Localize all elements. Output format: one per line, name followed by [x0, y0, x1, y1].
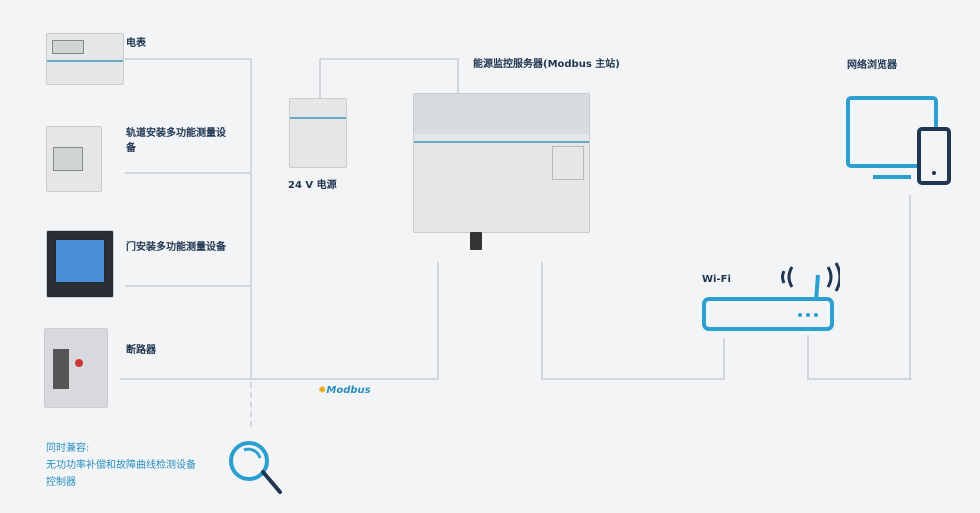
breaker-image	[44, 328, 108, 408]
rail-meter-label: 轨道安装多功能测量设备	[126, 128, 226, 154]
compat-note-title: 同时兼容:	[46, 443, 90, 454]
server-image	[413, 93, 590, 233]
meter-label: 电表	[126, 38, 146, 49]
power-supply-label: 24 V 电源	[288, 180, 337, 191]
line-psu-top	[319, 58, 459, 60]
line-wifi-up	[723, 338, 725, 380]
breaker-label: 断路器	[126, 345, 156, 356]
router-icon	[702, 262, 840, 331]
sd-card-icon	[470, 232, 482, 250]
bus-line-dashed	[250, 382, 252, 427]
server-label: 能源监控服务器(Modbus 主站)	[473, 59, 620, 70]
compat-note-line2: 控制器	[46, 477, 76, 488]
browser-label: 网络浏览器	[847, 60, 897, 71]
meter-image	[46, 33, 124, 85]
line-server-wifi	[541, 378, 725, 380]
door-meter-image	[46, 230, 114, 298]
door-meter-label: 门安装多功能测量设备	[126, 242, 226, 253]
rail-meter-image	[46, 126, 102, 192]
line-browser-bottom	[807, 378, 912, 380]
line-breaker	[120, 378, 439, 380]
line-meter	[125, 58, 252, 60]
line-wifi-right	[807, 335, 809, 380]
line-server-down	[541, 262, 543, 380]
power-supply-image	[289, 98, 347, 168]
modbus-star-icon: ✹	[318, 385, 327, 396]
line-psu-up	[319, 58, 321, 98]
line-browser-up	[909, 195, 911, 380]
line-modbus-up	[437, 262, 439, 380]
line-psu-server	[457, 58, 459, 98]
wifi-label: Wi-Fi	[702, 274, 731, 285]
compat-note-line1: 无功功率补偿和故障曲线检测设备	[46, 460, 196, 471]
modbus-logo: ✹Modbus	[318, 385, 371, 396]
line-door-meter	[125, 285, 252, 287]
line-rail-meter	[125, 172, 252, 174]
compat-note: 同时兼容: 无功功率补偿和故障曲线检测设备 控制器	[46, 440, 196, 491]
magnifier-icon	[229, 441, 282, 494]
bus-line-vertical	[250, 58, 252, 380]
monitor-tablet-icon	[846, 96, 951, 185]
